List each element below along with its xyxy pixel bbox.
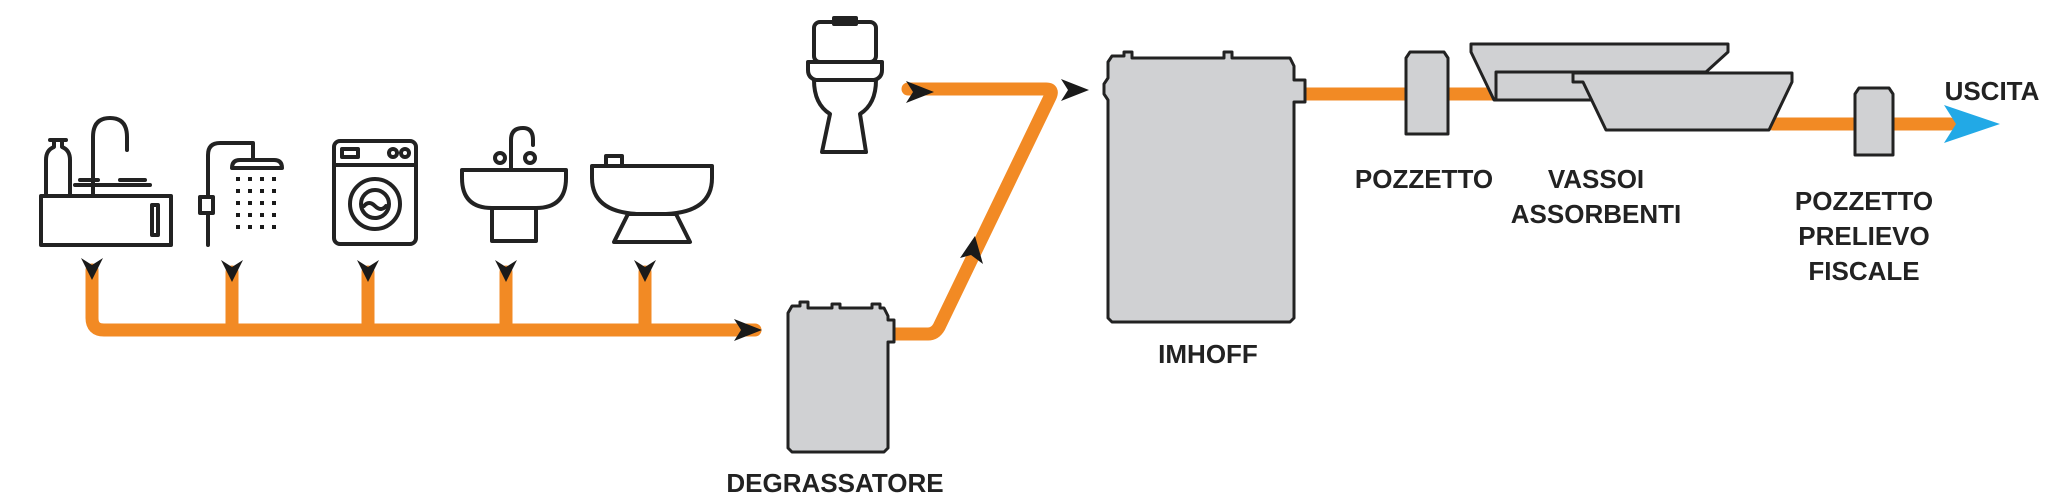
degreaser-label: DEGRASSATORE [726, 468, 943, 493]
grey-water-pipe [85, 263, 762, 337]
sampling-label-line3: FISCALE [1808, 256, 1919, 286]
outlet-arrow [1944, 105, 2000, 143]
arrow-right-icon [906, 81, 934, 103]
toilet-icon [806, 16, 884, 154]
trays-label-line2: ASSORBENTI [1511, 199, 1681, 229]
arrow-down-icon [634, 260, 656, 282]
manhole [1404, 50, 1450, 136]
kitchen-sink-icon [39, 116, 173, 247]
manhole-label: POZZETTO [1355, 164, 1493, 194]
flow-arrows [81, 79, 1089, 341]
outlet-label: USCITA [1945, 76, 2040, 106]
arrow-down-icon [357, 260, 379, 282]
arrow-down-icon [495, 260, 517, 282]
arrow-down-icon [221, 260, 243, 282]
shower-drops [236, 177, 276, 229]
sampling-label-line2: PRELIEVO [1798, 221, 1929, 251]
arrow-right-icon [1061, 79, 1089, 101]
degreaser-outflow-pipe [885, 82, 1058, 341]
degreaser-tank [786, 300, 896, 454]
washing-machine-icon [332, 139, 418, 246]
arrow-right-icon [734, 319, 762, 341]
trays-label-line1: VASSOI [1548, 164, 1644, 194]
absorbing-trays [1469, 42, 1794, 132]
imhoff-tank [1102, 50, 1307, 324]
sampling-manhole [1853, 86, 1895, 157]
bidet-icon [590, 154, 714, 244]
arrow-down-icon [81, 258, 103, 280]
washbasin-icon [460, 126, 568, 243]
sampling-label-line1: POZZETTO [1795, 186, 1933, 216]
shower-icon [198, 141, 284, 247]
arrow-up-icon [960, 236, 983, 264]
imhoff-label: IMHOFF [1158, 339, 1258, 369]
